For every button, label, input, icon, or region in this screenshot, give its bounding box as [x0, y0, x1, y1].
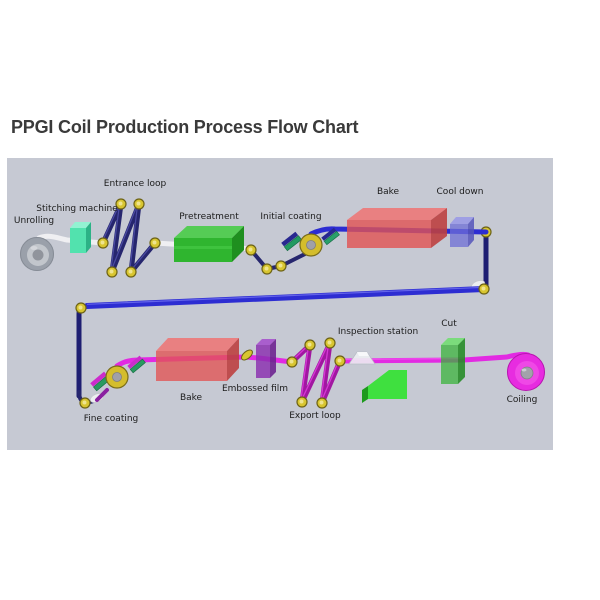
bake1-oven	[347, 208, 447, 248]
return-strip	[75, 226, 492, 409]
station-label-bake-2: Bake	[179, 393, 203, 403]
export-loop-accumulator	[286, 337, 346, 409]
bake2-oven	[156, 338, 239, 381]
station-label-initial-coating: Initial coating	[260, 212, 322, 222]
inspection-station-desk	[348, 351, 376, 365]
station-label-cool-down: Cool down	[436, 187, 484, 197]
station-label-stitching-machine: Stitching machine	[36, 204, 118, 214]
flow-diagram-svg	[20, 198, 545, 409]
page-title: PPGI Coil Production Process Flow Chart	[11, 117, 359, 137]
coater-roll-right	[321, 227, 340, 246]
cut-box	[441, 338, 465, 384]
station-label-fine-coating: Fine coating	[83, 414, 139, 424]
station-label-coiling: Coiling	[506, 395, 538, 405]
station-label-cut: Cut	[441, 319, 457, 329]
station-label-inspection-station: Inspection station	[337, 327, 419, 337]
station-label-embossed-film: Embossed film	[221, 384, 289, 394]
station-label-bake-1: Bake	[376, 187, 400, 197]
coater-roll-left	[281, 231, 302, 252]
station-label-unrolling: Unrolling	[13, 216, 55, 226]
station-label-entrance-loop: Entrance loop	[103, 179, 167, 189]
fine-coating-station	[90, 355, 146, 402]
pretreatment-box	[174, 226, 244, 262]
diagram-canvas: Unrolling Stitching machine Entrance loo…	[7, 158, 553, 450]
discharge-wedge	[362, 370, 407, 403]
unrolling-coil	[20, 237, 54, 271]
station-label-export-loop: Export loop	[289, 411, 341, 421]
station-label-pretreatment: Pretreatment	[179, 212, 239, 222]
coiling-coil	[507, 353, 545, 391]
embossed-film-unit	[241, 339, 276, 378]
cool-down-box	[450, 217, 474, 247]
initial-coating-station	[245, 226, 489, 275]
stitching-machine-box	[70, 222, 91, 253]
entrance-loop-accumulator	[97, 198, 161, 278]
